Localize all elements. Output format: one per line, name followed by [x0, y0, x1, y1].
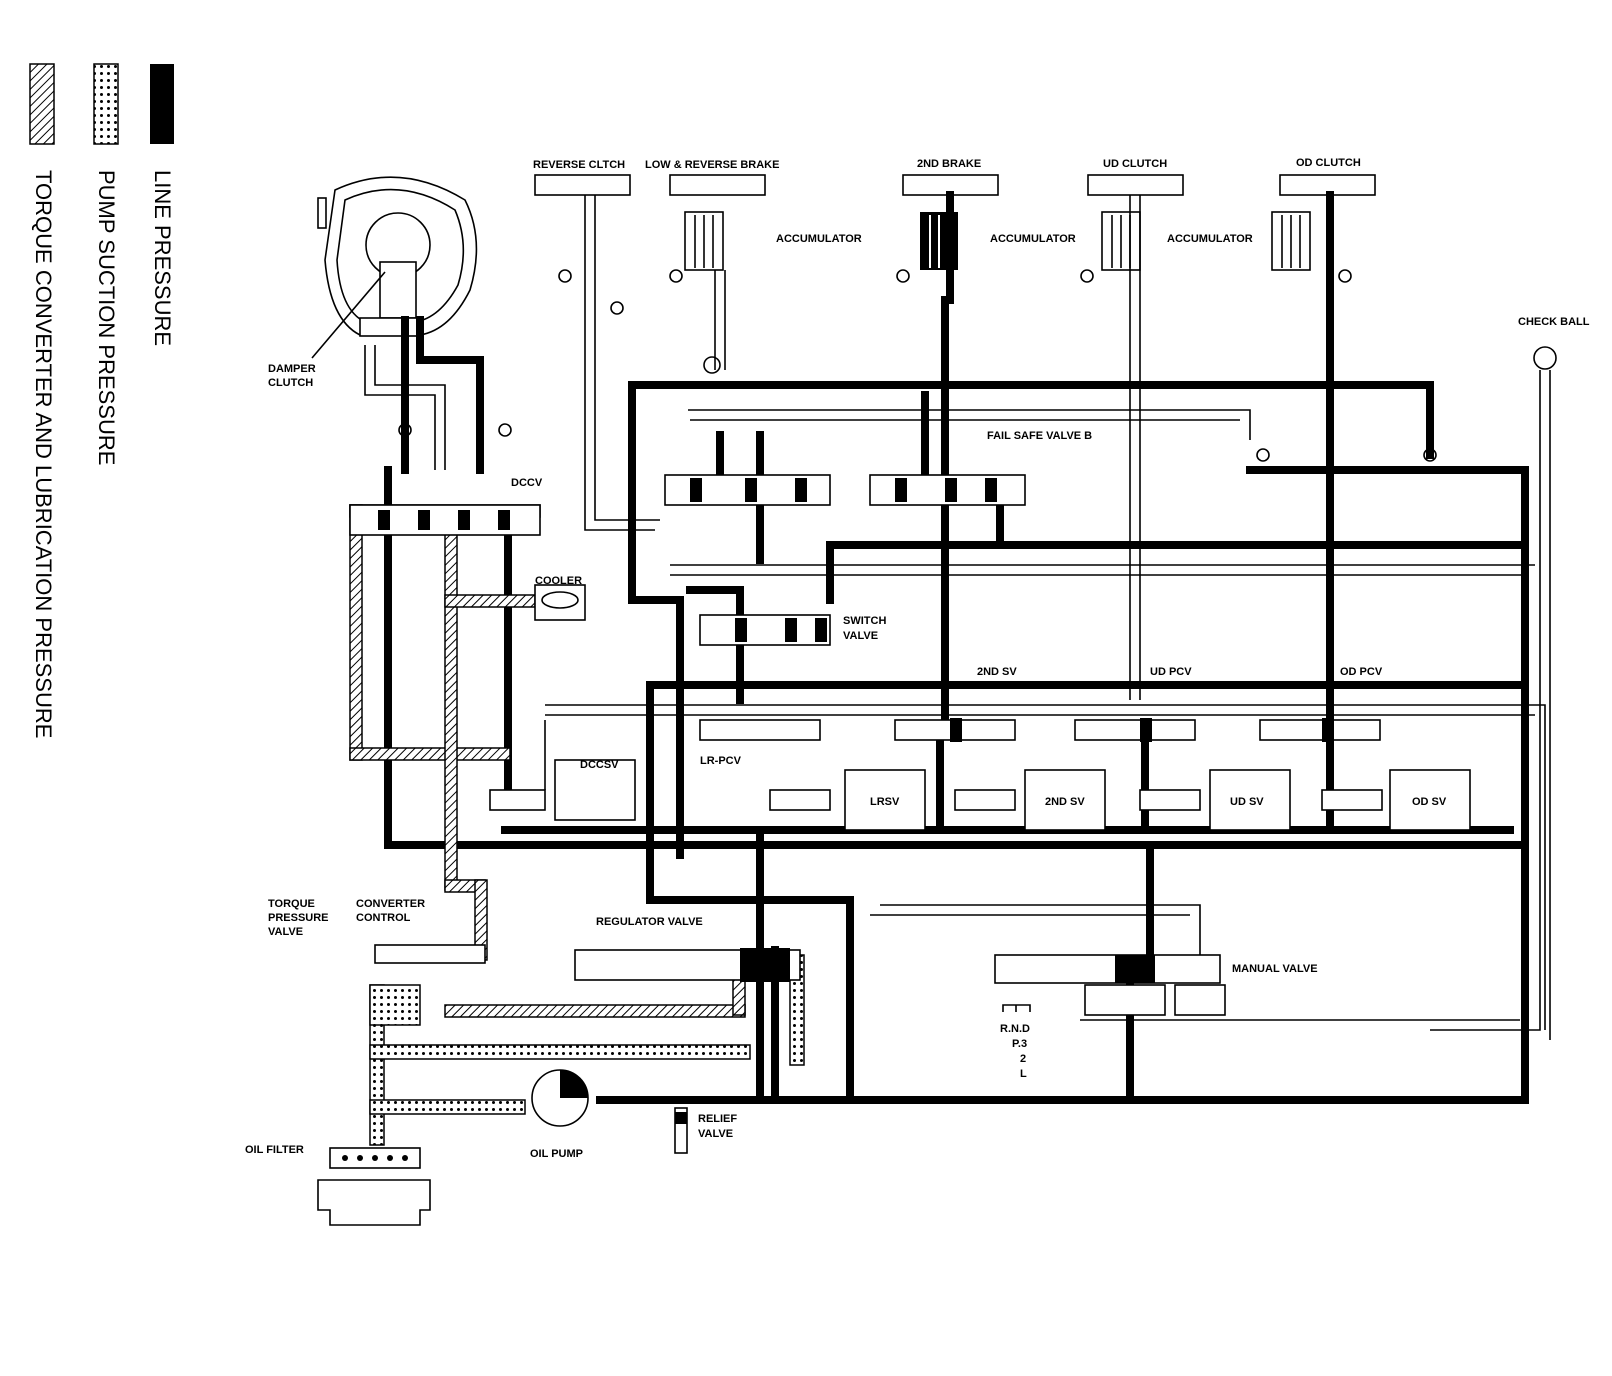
damper-clutch-label-1: DAMPER	[268, 363, 316, 375]
relief-valve-label-1: RELIEF	[698, 1113, 737, 1125]
range-label-1: R.N.D	[1000, 1023, 1030, 1035]
ud-sv-box	[1209, 769, 1291, 831]
legend-line-pressure-label: LINE PRESSURE	[150, 170, 175, 346]
torque-pressure-valve-body	[374, 944, 486, 964]
accumulator-label-3: ACCUMULATOR	[1167, 233, 1253, 245]
switch-valve-label-2: VALVE	[843, 630, 878, 642]
second-sv-box	[1024, 769, 1106, 831]
reverse-clutch-box	[534, 174, 631, 196]
ud-pcv-label: UD PCV	[1150, 666, 1192, 678]
dccv-label: DCCV	[511, 477, 543, 489]
converter-control-label-2: CONTROL	[356, 912, 411, 924]
second-sv-top-label: 2ND SV	[977, 666, 1017, 678]
legend-torque-converter-label: TORQUE CONVERTER AND LUBRICATION PRESSUR…	[31, 170, 56, 738]
accumulator-od	[1271, 211, 1352, 283]
regulator-valve-label: REGULATOR VALVE	[596, 916, 703, 928]
legend-line-pressure-swatch	[150, 64, 174, 144]
component-labels: REVERSE CLTCH LOW & REVERSE BRAKE 2ND BR…	[245, 157, 1590, 1160]
range-label-2: P.3	[1012, 1038, 1027, 1050]
check-ball-symbol	[1533, 346, 1557, 370]
accumulators	[558, 211, 1352, 315]
switch-valve-label-1: SWITCH	[843, 615, 886, 627]
accumulator-ud	[1080, 211, 1141, 283]
check-ball-label: CHECK BALL	[1518, 316, 1590, 328]
torque-converter	[311, 176, 478, 359]
low-reverse-brake-label: LOW & REVERSE BRAKE	[645, 159, 779, 171]
switch-valve-body	[699, 614, 831, 646]
ud-clutch-label: UD CLUTCH	[1103, 158, 1167, 170]
torque-pressure-valve-label-1: TORQUE	[268, 898, 315, 910]
dccsv-box	[554, 759, 636, 821]
line-pressure-passages	[384, 191, 1529, 1104]
lr-pcv-label: LR-PCV	[700, 755, 742, 767]
relief-valve-label-2: VALVE	[698, 1128, 733, 1140]
ud-sv-label: UD SV	[1230, 796, 1264, 808]
legend-pump-suction-label: PUMP SUCTION PRESSURE	[94, 170, 119, 465]
torque-pressure-valve-label-3: VALVE	[268, 926, 303, 938]
clutch-boxes	[534, 174, 1376, 196]
second-brake-label: 2ND BRAKE	[917, 158, 981, 170]
manual-valve-body	[994, 954, 1221, 984]
low-reverse-brake-box	[669, 174, 766, 196]
oil-pump-label: OIL PUMP	[530, 1148, 583, 1160]
lrsv-label: LRSV	[870, 796, 900, 808]
valve-bodies	[317, 346, 1557, 1226]
converter-control-label-1: CONVERTER	[356, 898, 425, 910]
od-clutch-label: OD CLUTCH	[1296, 157, 1361, 169]
accumulator-label-1: ACCUMULATOR	[776, 233, 862, 245]
damper-clutch-label-2: CLUTCH	[268, 377, 313, 389]
accumulator-lr	[669, 211, 724, 283]
legend-torque-converter-swatch	[29, 63, 55, 145]
range-label-4: L	[1020, 1068, 1027, 1080]
lrsv-box	[844, 769, 926, 831]
od-sv-box	[1389, 769, 1471, 831]
range-label-3: 2	[1020, 1053, 1026, 1065]
cooler-label: COOLER	[535, 575, 582, 587]
accumulator-label-2: ACCUMULATOR	[990, 233, 1076, 245]
pump-suction-passages	[369, 954, 805, 1146]
torque-pressure-valve-label-2: PRESSURE	[268, 912, 329, 924]
second-sv-label: 2ND SV	[1045, 796, 1085, 808]
legend-pump-suction-swatch	[93, 63, 119, 145]
oil-filter-label: OIL FILTER	[245, 1144, 304, 1156]
dccsv-label: DCCSV	[580, 759, 619, 771]
reverse-clutch-label: REVERSE CLTCH	[533, 159, 625, 171]
od-pcv-label: OD PCV	[1340, 666, 1383, 678]
legend: LINE PRESSURE PUMP SUCTION PRESSURE TORQ…	[29, 63, 175, 738]
fail-safe-valve-label: FAIL SAFE VALVE B	[987, 430, 1092, 442]
ud-clutch-box	[1087, 174, 1184, 196]
manual-valve-label: MANUAL VALVE	[1232, 963, 1318, 975]
od-sv-label: OD SV	[1412, 796, 1447, 808]
